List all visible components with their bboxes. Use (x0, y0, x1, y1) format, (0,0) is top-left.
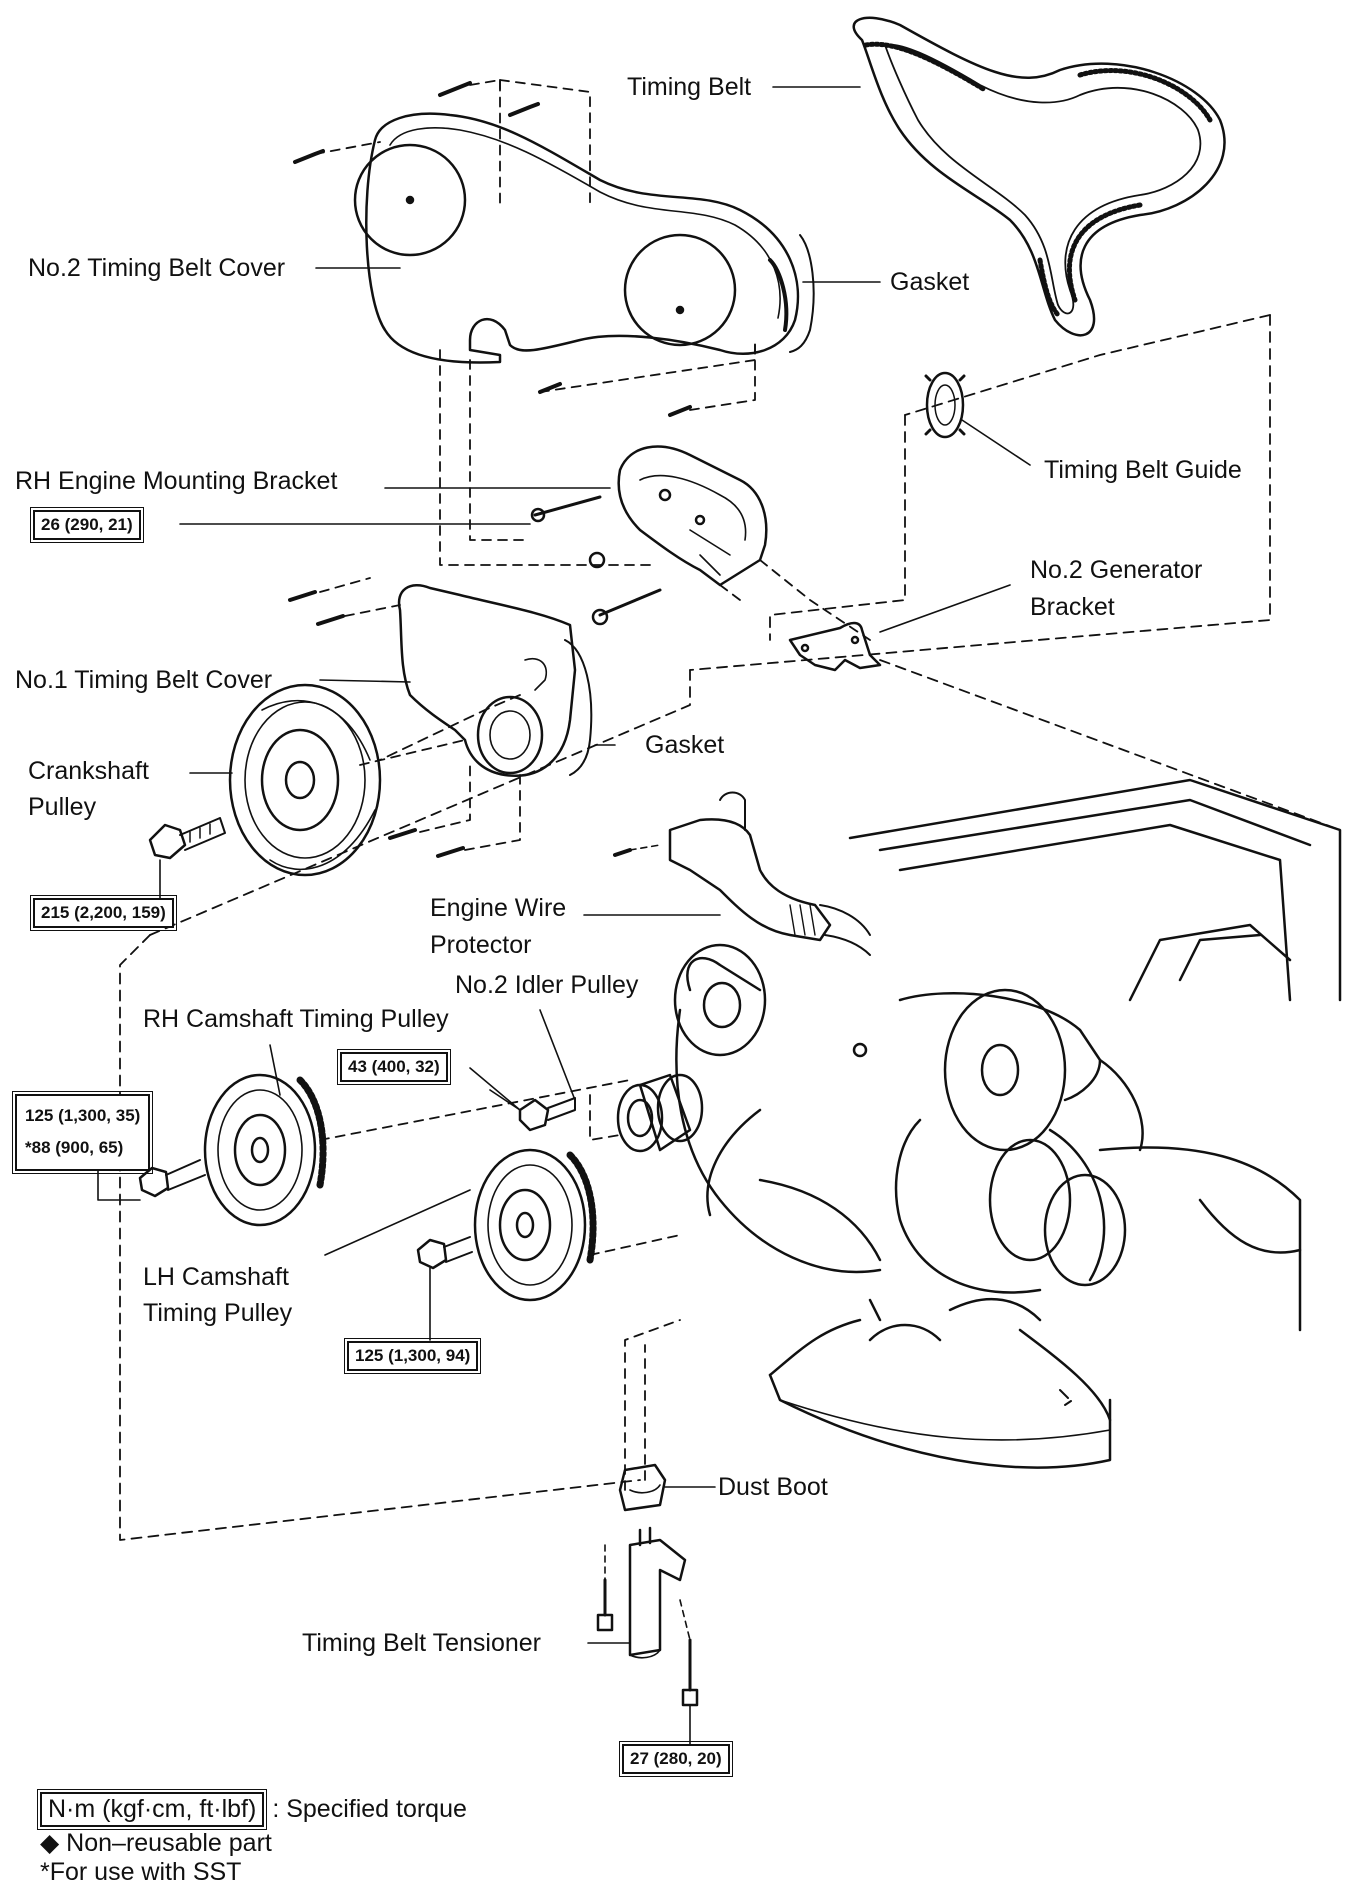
no2-idler-pulley-shape (616, 1073, 704, 1153)
label-crankshaft-pulley-2: Pulley (28, 793, 97, 821)
label-timing-belt: Timing Belt (627, 73, 752, 101)
rh-engine-mounting-bracket-shape (617, 445, 768, 587)
timing-belt-guide-shape (924, 371, 966, 439)
legend-non-reusable: ◆ Non–reusable part (40, 1829, 272, 1857)
no2-generator-bracket-shape (788, 621, 882, 672)
crank-bolt-shape (148, 817, 226, 860)
label-no2-timing-belt-cover: No.2 Timing Belt Cover (28, 254, 286, 282)
label-no2-generator-bracket-2: Bracket (1030, 593, 1115, 621)
torque-box-idler: 43 (400, 32) (337, 1048, 451, 1086)
no1-cover-bolts (288, 590, 465, 858)
idler-bolt-shape (518, 1097, 576, 1132)
no2-timing-belt-cover-shape (353, 112, 800, 364)
no1-timing-belt-cover-shape (397, 584, 577, 777)
torque-box-rh-camshaft: 125 (1,300, 35) *88 (900, 65) (11, 1091, 154, 1174)
legend-torque-unit: N·m (kgf·cm, ft·lbf): Specified torque (36, 1789, 467, 1830)
upper-bolts (293, 81, 692, 417)
torque-box-tensioner: 27 (280, 20) (619, 1740, 733, 1778)
label-crankshaft-pulley-1: Crankshaft (28, 757, 149, 785)
upper-dashed-leaders (314, 79, 756, 411)
rh-cam-bolt-shape (138, 1159, 206, 1198)
torque-box-crankshaft: 215 (2,200, 159) (30, 894, 177, 932)
torque-box-bracket: 26 (290, 21) (30, 506, 144, 544)
label-no1-timing-belt-cover: No.1 Timing Belt Cover (15, 666, 273, 694)
lower-dashed-leaders (319, 1079, 681, 1491)
dust-boot-shape (618, 1463, 667, 1512)
crankshaft-pulley-shape (228, 683, 382, 877)
legend-unit-box: N·m (kgf·cm, ft·lbf) (36, 1789, 268, 1830)
label-lh-camshaft-timing-pulley-2: Timing Pulley (143, 1299, 293, 1327)
timing-belt-shape (852, 16, 1226, 337)
upper-gasket-shape (789, 234, 815, 353)
bracket-bolts (530, 495, 662, 626)
legend-sst-note: *For use with SST (40, 1858, 242, 1886)
label-leader-lines (179, 86, 881, 1256)
label-timing-belt-tensioner: Timing Belt Tensioner (302, 1629, 542, 1657)
label-no2-idler-pulley: No.2 Idler Pulley (455, 971, 639, 999)
lh-camshaft-timing-pulley-shape (473, 1148, 597, 1302)
label-engine-wire-protector-1: Engine Wire (430, 894, 567, 922)
assembly-boundary-dashes (119, 314, 1341, 1541)
label-no2-generator-bracket-1: No.2 Generator (1030, 556, 1203, 584)
label-rh-camshaft-timing-pulley: RH Camshaft Timing Pulley (143, 1005, 449, 1033)
bracket-leaders (439, 349, 871, 641)
lh-cam-bolt-shape (416, 1236, 473, 1270)
label-engine-wire-protector-2: Protector (430, 931, 532, 959)
no1-cover-leaders (319, 577, 521, 851)
engine-block-shape (673, 778, 1342, 1469)
legend-unit-desc: : Specified torque (272, 1795, 467, 1823)
label-rh-engine-mounting-bracket: RH Engine Mounting Bracket (15, 467, 338, 495)
rh-camshaft-timing-pulley-shape (203, 1073, 327, 1227)
label-lh-camshaft-timing-pulley-1: LH Camshaft (143, 1263, 289, 1291)
torque-box-lh-camshaft: 125 (1,300, 94) (343, 1337, 482, 1375)
lower-gasket-shape (564, 639, 593, 776)
label-gasket-upper: Gasket (890, 268, 970, 296)
torque-rh-cam-line1: 125 (1,300, 35) (25, 1106, 141, 1125)
tensioner-bolts (596, 1578, 699, 1707)
label-dust-boot: Dust Boot (718, 1473, 828, 1501)
engine-wire-protector-shape (668, 791, 871, 956)
torque-rh-cam-line2: *88 (900, 65) (25, 1138, 124, 1158)
timing-belt-tensioner-shape (628, 1526, 687, 1659)
label-timing-belt-guide: Timing Belt Guide (1044, 456, 1242, 484)
label-gasket-lower: Gasket (645, 731, 725, 759)
